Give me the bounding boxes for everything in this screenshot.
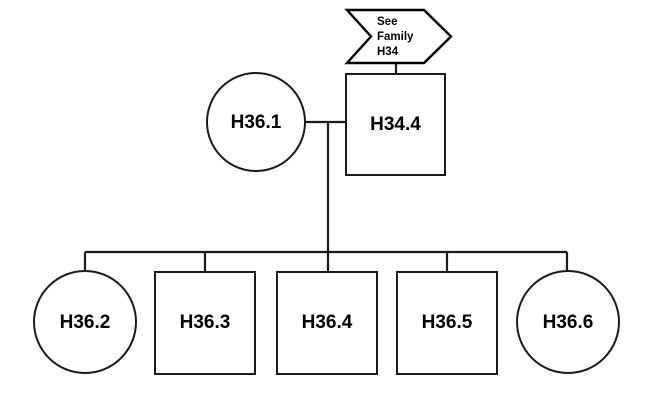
node-h36-5[interactable]: H36.5 [396,271,498,375]
banner-line-2: Family [377,31,414,43]
node-h36-6-label: H36.6 [543,312,594,333]
see-family-banner[interactable]: See Family H34 [344,8,453,65]
node-h34-4[interactable]: H34.4 [345,73,446,176]
node-h36-5-label: H36.5 [422,312,473,333]
banner-chevron-shape [344,8,453,65]
node-h36-1[interactable]: H36.1 [206,72,306,172]
node-h36-2-circle [33,270,137,374]
node-h36-6-circle [516,270,620,374]
node-h34-4-label: H34.4 [370,114,421,135]
node-h36-2-label: H36.2 [60,312,111,333]
node-h36-4[interactable]: H36.4 [276,271,378,375]
node-h36-6[interactable]: H36.6 [516,270,620,374]
node-h36-2[interactable]: H36.2 [33,270,137,374]
node-h34-4-square [345,73,446,176]
banner-line-1: See [377,16,397,28]
banner-line-3: H34 [377,46,399,58]
node-h36-3-label: H36.3 [180,312,231,333]
node-h36-5-square [396,271,498,375]
node-h36-3[interactable]: H36.3 [154,271,256,375]
node-h36-4-label: H36.4 [302,312,353,333]
node-h36-3-square [154,271,256,375]
node-h36-1-circle [206,72,306,172]
node-h36-1-label: H36.1 [231,112,282,133]
node-h36-4-square [276,271,378,375]
